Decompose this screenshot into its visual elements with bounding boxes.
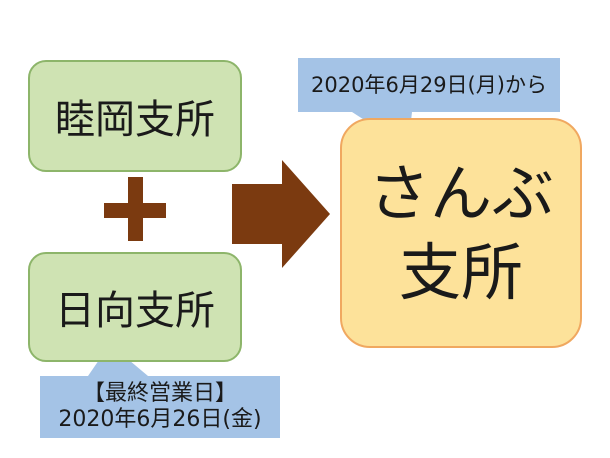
sanbu-branch-label-line2: 支所 (398, 236, 523, 309)
last-day-callout: 【最終営業日】 2020年6月26日(金) (40, 376, 280, 438)
hyuga-branch-box: 日向支所 (28, 252, 242, 362)
start-date-text: 2020年6月29日(月)から (311, 73, 547, 97)
start-date-callout: 2020年6月29日(月)から (298, 58, 560, 112)
last-day-date: 2020年6月26日(金) (58, 407, 262, 432)
sanbu-branch-label-line1: さんぶ (367, 156, 554, 230)
hyuga-branch-label: 日向支所 (55, 288, 215, 334)
mutsuoka-branch-label: 睦岡支所 (55, 97, 215, 143)
plus-sign-vertical (128, 177, 143, 241)
mutsuoka-branch-box: 睦岡支所 (28, 60, 242, 172)
sanbu-branch-box: さんぶ 支所 (340, 118, 582, 348)
right-arrow-icon (232, 160, 330, 268)
last-day-label: 【最終営業日】 (82, 381, 237, 406)
